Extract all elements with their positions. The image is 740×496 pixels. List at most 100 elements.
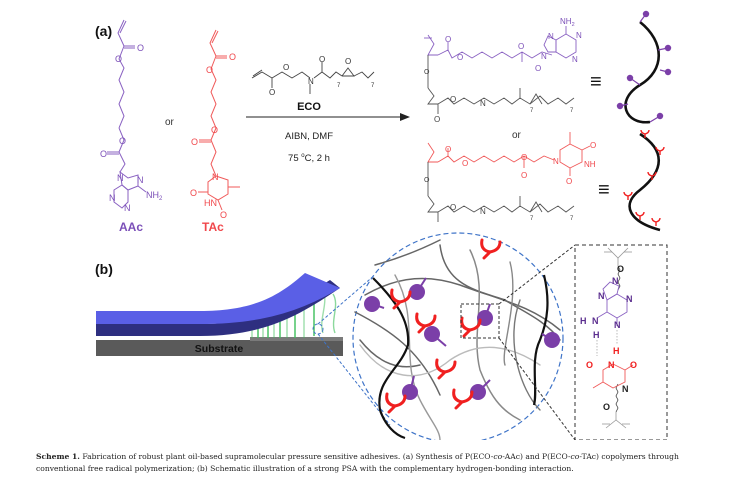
adenine-marker xyxy=(626,74,641,86)
svg-text:N: N xyxy=(592,316,599,326)
svg-text:7: 7 xyxy=(337,83,341,89)
svg-text:O: O xyxy=(445,35,451,44)
svg-text:N: N xyxy=(480,207,486,216)
adenine-motif xyxy=(541,332,560,348)
svg-text:N: N xyxy=(608,360,615,370)
or-label-monomers: or xyxy=(165,117,175,128)
panel-a-label: (a) xyxy=(95,23,112,39)
svg-text:N: N xyxy=(548,32,554,41)
adenine-motif xyxy=(424,326,447,347)
substrate-label: Substrate xyxy=(195,343,244,355)
svg-text:N: N xyxy=(576,31,582,40)
svg-text:N: N xyxy=(626,294,633,304)
svg-text:O: O xyxy=(319,55,325,64)
adenine-motif xyxy=(364,296,385,312)
svg-text:O: O xyxy=(283,63,289,72)
svg-text:N: N xyxy=(614,320,621,330)
svg-text:O: O xyxy=(518,42,524,51)
thymine-marker xyxy=(635,211,645,220)
svg-text:O: O xyxy=(590,141,596,150)
svg-text:N: N xyxy=(622,384,629,394)
thymine-motif xyxy=(480,238,502,260)
thymine-polymer-chain-cartoon xyxy=(623,129,665,232)
svg-text:H: H xyxy=(613,346,620,356)
adenine-marker xyxy=(659,68,672,76)
svg-text:O: O xyxy=(115,54,122,64)
caption-text-2: -AAc) and P(ECO- xyxy=(502,452,571,461)
zoom-indicator xyxy=(312,254,399,426)
hydrogen-bond-detail-panel: O N N N N H N H H O N O N O xyxy=(574,244,668,440)
eco-structure xyxy=(251,62,375,94)
thymine-motif xyxy=(390,288,412,310)
svg-text:O: O xyxy=(603,402,610,412)
reagent-eco-label: ECO xyxy=(297,101,321,113)
adenine-motif xyxy=(470,379,491,400)
svg-text:O: O xyxy=(617,264,624,274)
svg-text:O: O xyxy=(424,177,430,184)
tac-atom-labels: O O O O N O HN O xyxy=(190,52,236,220)
thymine-marker xyxy=(651,217,661,226)
aac-atom-labels: O O O O N N N N NH2 xyxy=(100,43,163,213)
svg-text:7: 7 xyxy=(530,108,534,114)
svg-text:O: O xyxy=(269,88,275,97)
svg-text:O: O xyxy=(211,125,218,135)
svg-text:O: O xyxy=(457,53,463,62)
svg-text:O: O xyxy=(521,153,527,162)
svg-text:O: O xyxy=(119,136,126,146)
product-aac-labels: O O O O N N N N NH2 O O O N 7 7 xyxy=(424,17,582,124)
caption-italic-co-2: co xyxy=(570,452,580,461)
product-aac-structure xyxy=(424,26,577,114)
svg-text:N: N xyxy=(553,157,559,166)
polymer-backbone-2 xyxy=(532,274,549,406)
svg-text:O: O xyxy=(220,210,227,220)
svg-text:N: N xyxy=(212,172,219,182)
figure-caption: Scheme 1. Fabrication of robust plant oi… xyxy=(36,451,726,475)
svg-text:NH2: NH2 xyxy=(146,190,163,202)
polymer-network-zoom xyxy=(352,232,576,440)
equivalent-symbol-2: ≡ xyxy=(598,179,610,201)
adenine-motif xyxy=(409,277,427,300)
svg-text:N: N xyxy=(541,52,547,61)
svg-text:O: O xyxy=(535,64,541,73)
thymine-motif xyxy=(460,316,482,338)
tac-label: TAc xyxy=(202,220,224,234)
thymine-marker xyxy=(640,129,650,138)
product-tac-structure xyxy=(427,132,591,222)
thymine-marker xyxy=(623,191,633,200)
thymine-motif xyxy=(415,312,437,334)
svg-text:O: O xyxy=(630,360,637,370)
svg-text:N: N xyxy=(480,99,486,108)
caption-italic-co-1: co xyxy=(493,452,503,461)
svg-text:O: O xyxy=(345,57,351,66)
reaction-arrow xyxy=(246,113,410,121)
svg-text:N: N xyxy=(308,77,314,86)
svg-text:O: O xyxy=(229,52,236,62)
or-label-products: or xyxy=(512,130,522,141)
svg-text:O: O xyxy=(434,115,440,124)
adenine-marker xyxy=(657,44,672,52)
svg-text:N: N xyxy=(137,175,144,185)
svg-text:HN: HN xyxy=(204,198,217,208)
svg-text:O: O xyxy=(424,69,430,76)
thymine-motif xyxy=(435,358,457,380)
adhesive-tape xyxy=(96,273,340,336)
svg-text:7: 7 xyxy=(570,108,574,114)
svg-text:7: 7 xyxy=(570,216,574,222)
svg-text:O: O xyxy=(586,360,593,370)
svg-text:H: H xyxy=(580,316,587,326)
svg-text:N: N xyxy=(124,203,131,213)
substrate-block xyxy=(96,337,343,356)
svg-text:N: N xyxy=(572,55,578,64)
caption-label: Scheme 1. xyxy=(36,452,80,461)
svg-text:O: O xyxy=(521,171,527,180)
caption-text-1: Fabrication of robust plant oil-based su… xyxy=(79,452,494,461)
adenine-polymer-chain-cartoon xyxy=(616,10,672,124)
svg-text:O: O xyxy=(190,188,197,198)
svg-text:NH2: NH2 xyxy=(560,17,575,28)
reaction-conditions-2: 75 oC, 2 h xyxy=(288,153,330,164)
adenine-marker xyxy=(639,10,650,23)
polymer-backbone-1 xyxy=(372,277,410,440)
svg-text:N: N xyxy=(109,193,116,203)
svg-text:O: O xyxy=(450,203,456,212)
tac-monomer-structure xyxy=(198,29,240,211)
